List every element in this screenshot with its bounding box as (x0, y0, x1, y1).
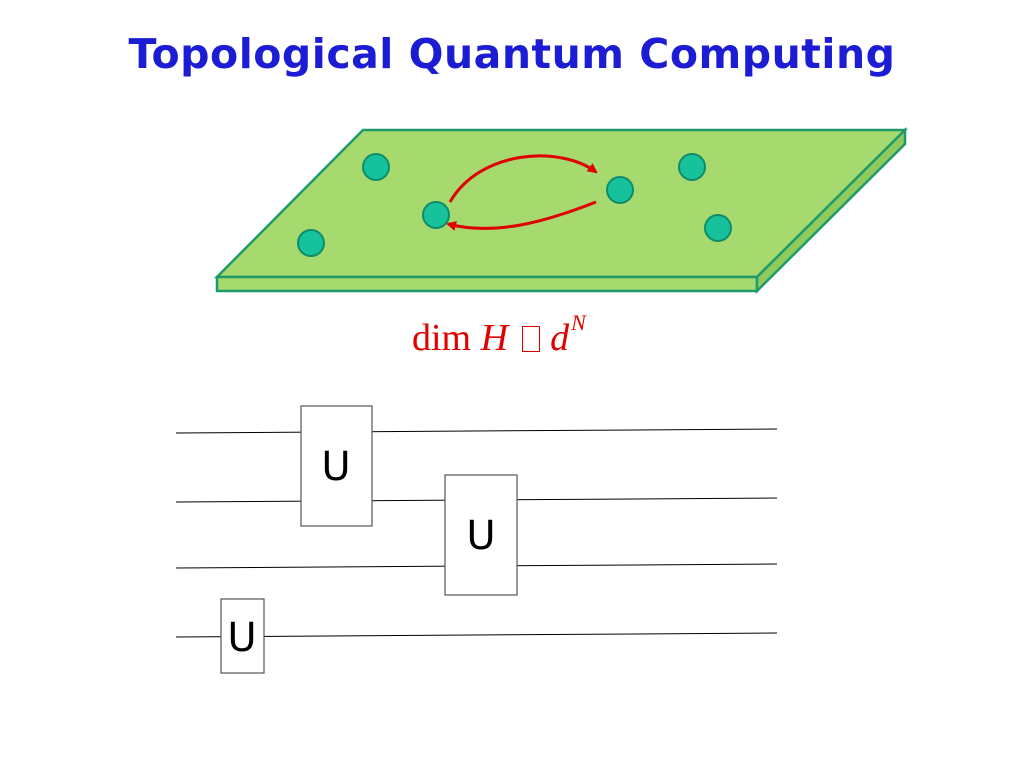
plate-top-face (213, 128, 909, 279)
braid-arrow-lower (446, 200, 597, 231)
plate-side-edge (755, 126, 907, 295)
qubit-wire (175, 632, 778, 638)
approx-symbol-icon (522, 326, 541, 352)
gate: U (300, 405, 373, 527)
slide-title: Topological Quantum Computing (128, 30, 896, 78)
gate-label: U (321, 444, 350, 490)
gate: U (220, 598, 265, 674)
braid-arrows (446, 154, 598, 231)
gate-label: U (466, 513, 495, 559)
formula-hilbert-space: H (480, 317, 509, 359)
anyon (678, 153, 706, 181)
topological-plate (213, 126, 909, 295)
anyon (362, 153, 390, 181)
gate: U (444, 474, 518, 596)
qubit-wire (175, 428, 778, 434)
anyon (704, 214, 732, 242)
anyon (297, 229, 325, 257)
gate-box (300, 405, 373, 527)
gate-label: U (227, 615, 256, 661)
formula-base: d (550, 317, 570, 359)
plate-front-edge (215, 275, 759, 293)
gate-box (220, 598, 265, 674)
anyon (606, 176, 634, 204)
formula-exponent: N (571, 310, 586, 335)
anyon (422, 201, 450, 229)
gate-box (444, 474, 518, 596)
braid-arrow-upper (448, 154, 598, 203)
formula-dim: dim (412, 317, 472, 359)
anyons (297, 153, 732, 257)
